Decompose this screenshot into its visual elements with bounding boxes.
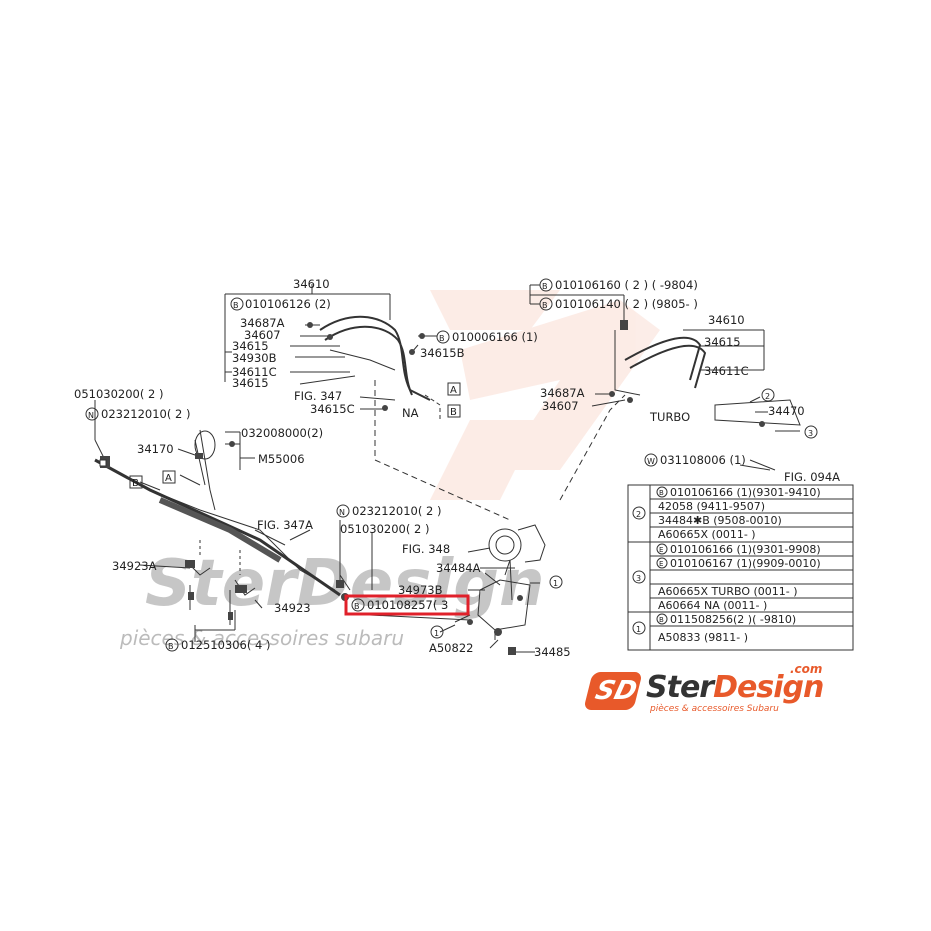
- table-row: 011508256(2 )( -9810): [670, 613, 796, 626]
- label-34607-right: 34607: [542, 399, 579, 413]
- label-34610-right: 34610: [708, 313, 745, 327]
- table-row: 34484✱B (9508-0010): [658, 514, 782, 527]
- table-row: A60665X (0011- ): [658, 528, 756, 541]
- table-row: 010106166 (1)(9301-9410): [670, 486, 821, 499]
- label-34930B: 34930B: [232, 351, 277, 365]
- label-34615: 34615: [232, 339, 269, 353]
- label-34615C: 34615C: [310, 402, 355, 416]
- label-34923: 34923: [274, 601, 311, 615]
- label-34687A: 34687A: [240, 316, 285, 330]
- label-34615B: 34615B: [420, 346, 465, 360]
- svg-text:B: B: [168, 642, 174, 651]
- table-row: 010106167 (1)(9909-0010): [670, 557, 821, 570]
- svg-text:B: B: [439, 334, 445, 343]
- label-34470: 34470: [768, 404, 805, 418]
- label-010106126: 010106126 (2): [245, 297, 331, 311]
- circle-1-left: 1: [434, 629, 439, 638]
- label-012510306: 012510306( 4 ): [181, 638, 270, 652]
- highlight-box: [344, 594, 470, 616]
- label-34607: 34607: [244, 328, 281, 342]
- prefix-e-icon: E: [659, 546, 663, 554]
- circle-3: 3: [808, 429, 813, 438]
- label-031108006: 031108006 (1): [660, 453, 746, 467]
- table-row: 42058 (9411-9507): [658, 500, 765, 513]
- label-34170: 34170: [137, 442, 174, 456]
- svg-text:B: B: [542, 301, 548, 310]
- label-fig-094A: FIG. 094A: [784, 470, 840, 484]
- label-34615-right: 34615: [704, 335, 741, 349]
- label-34615-b: 34615: [232, 376, 269, 390]
- box-b: B: [450, 407, 457, 418]
- label-34973B: 34973B: [398, 583, 443, 597]
- logo-name: SterDesign: [646, 670, 824, 705]
- table-row: A60665X TURBO (0011- ): [658, 585, 798, 598]
- label-34610-top: 34610: [293, 277, 330, 291]
- label-na: NA: [402, 406, 419, 420]
- logo-mark-icon: SD: [583, 672, 643, 710]
- table-row: A50833 (9811- ): [658, 631, 748, 644]
- circle-2: 2: [765, 392, 770, 401]
- label-fig-347A: FIG. 347A: [257, 518, 313, 532]
- prefix-b-icon: B: [233, 301, 239, 310]
- svg-text:B: B: [354, 602, 360, 611]
- label-34687A-right: 34687A: [540, 386, 585, 400]
- logo-com: .com: [790, 662, 823, 676]
- label-051030200: 051030200( 2 ): [74, 387, 163, 401]
- label-010106160: 010106160 ( 2 ) ( -9804): [555, 278, 698, 292]
- table-group-2: 2: [636, 510, 641, 519]
- label-m55006: M55006: [258, 452, 305, 466]
- label-34484A: 34484A: [436, 561, 481, 575]
- label-fig-348: FIG. 348: [402, 542, 450, 556]
- logo-tagline: pièces & accessoires Subaru: [650, 704, 779, 714]
- label-turbo: TURBO: [649, 410, 690, 424]
- label-010108257: 010108257( 3: [367, 598, 448, 612]
- table-row: 010106166 (1)(9301-9908): [670, 543, 821, 556]
- label-fig-347: FIG. 347: [294, 389, 342, 403]
- table-group-3: 3: [636, 574, 641, 583]
- label-051030200-b: 051030200( 2 ): [340, 522, 429, 536]
- label-34485: 34485: [534, 645, 571, 659]
- svg-text:B: B: [542, 282, 548, 291]
- prefix-w-icon: W: [647, 457, 655, 466]
- label-023212010: 023212010( 2 ): [101, 407, 190, 421]
- box-a: A: [450, 385, 457, 396]
- circle-1-right: 1: [553, 579, 558, 588]
- label-34611C: 34611C: [232, 365, 277, 379]
- svg-text:N: N: [339, 508, 345, 517]
- prefix-n-icon: N: [88, 411, 94, 420]
- box-a-left: A: [165, 473, 172, 484]
- svg-text:E: E: [659, 560, 663, 568]
- label-a50822: A50822: [429, 641, 473, 655]
- label-34923A: 34923A: [112, 559, 157, 573]
- label-010006166: 010006166 (1): [452, 330, 538, 344]
- label-34611C-right: 34611C: [704, 364, 749, 378]
- table-row: A60664 NA (0011- ): [658, 599, 767, 612]
- label-010106140: 010106140 ( 2 ) (9805- ): [555, 297, 698, 311]
- brand-logo: SD SterDesign .com pièces & accessoires …: [583, 662, 848, 716]
- table-group-1: 1: [636, 625, 641, 634]
- svg-text:B: B: [659, 616, 664, 624]
- svg-text:B: B: [659, 489, 664, 497]
- box-b-left: B: [132, 478, 139, 489]
- label-023212010-b: 023212010( 2 ): [352, 504, 441, 518]
- label-032008000: 032008000(2): [241, 426, 323, 440]
